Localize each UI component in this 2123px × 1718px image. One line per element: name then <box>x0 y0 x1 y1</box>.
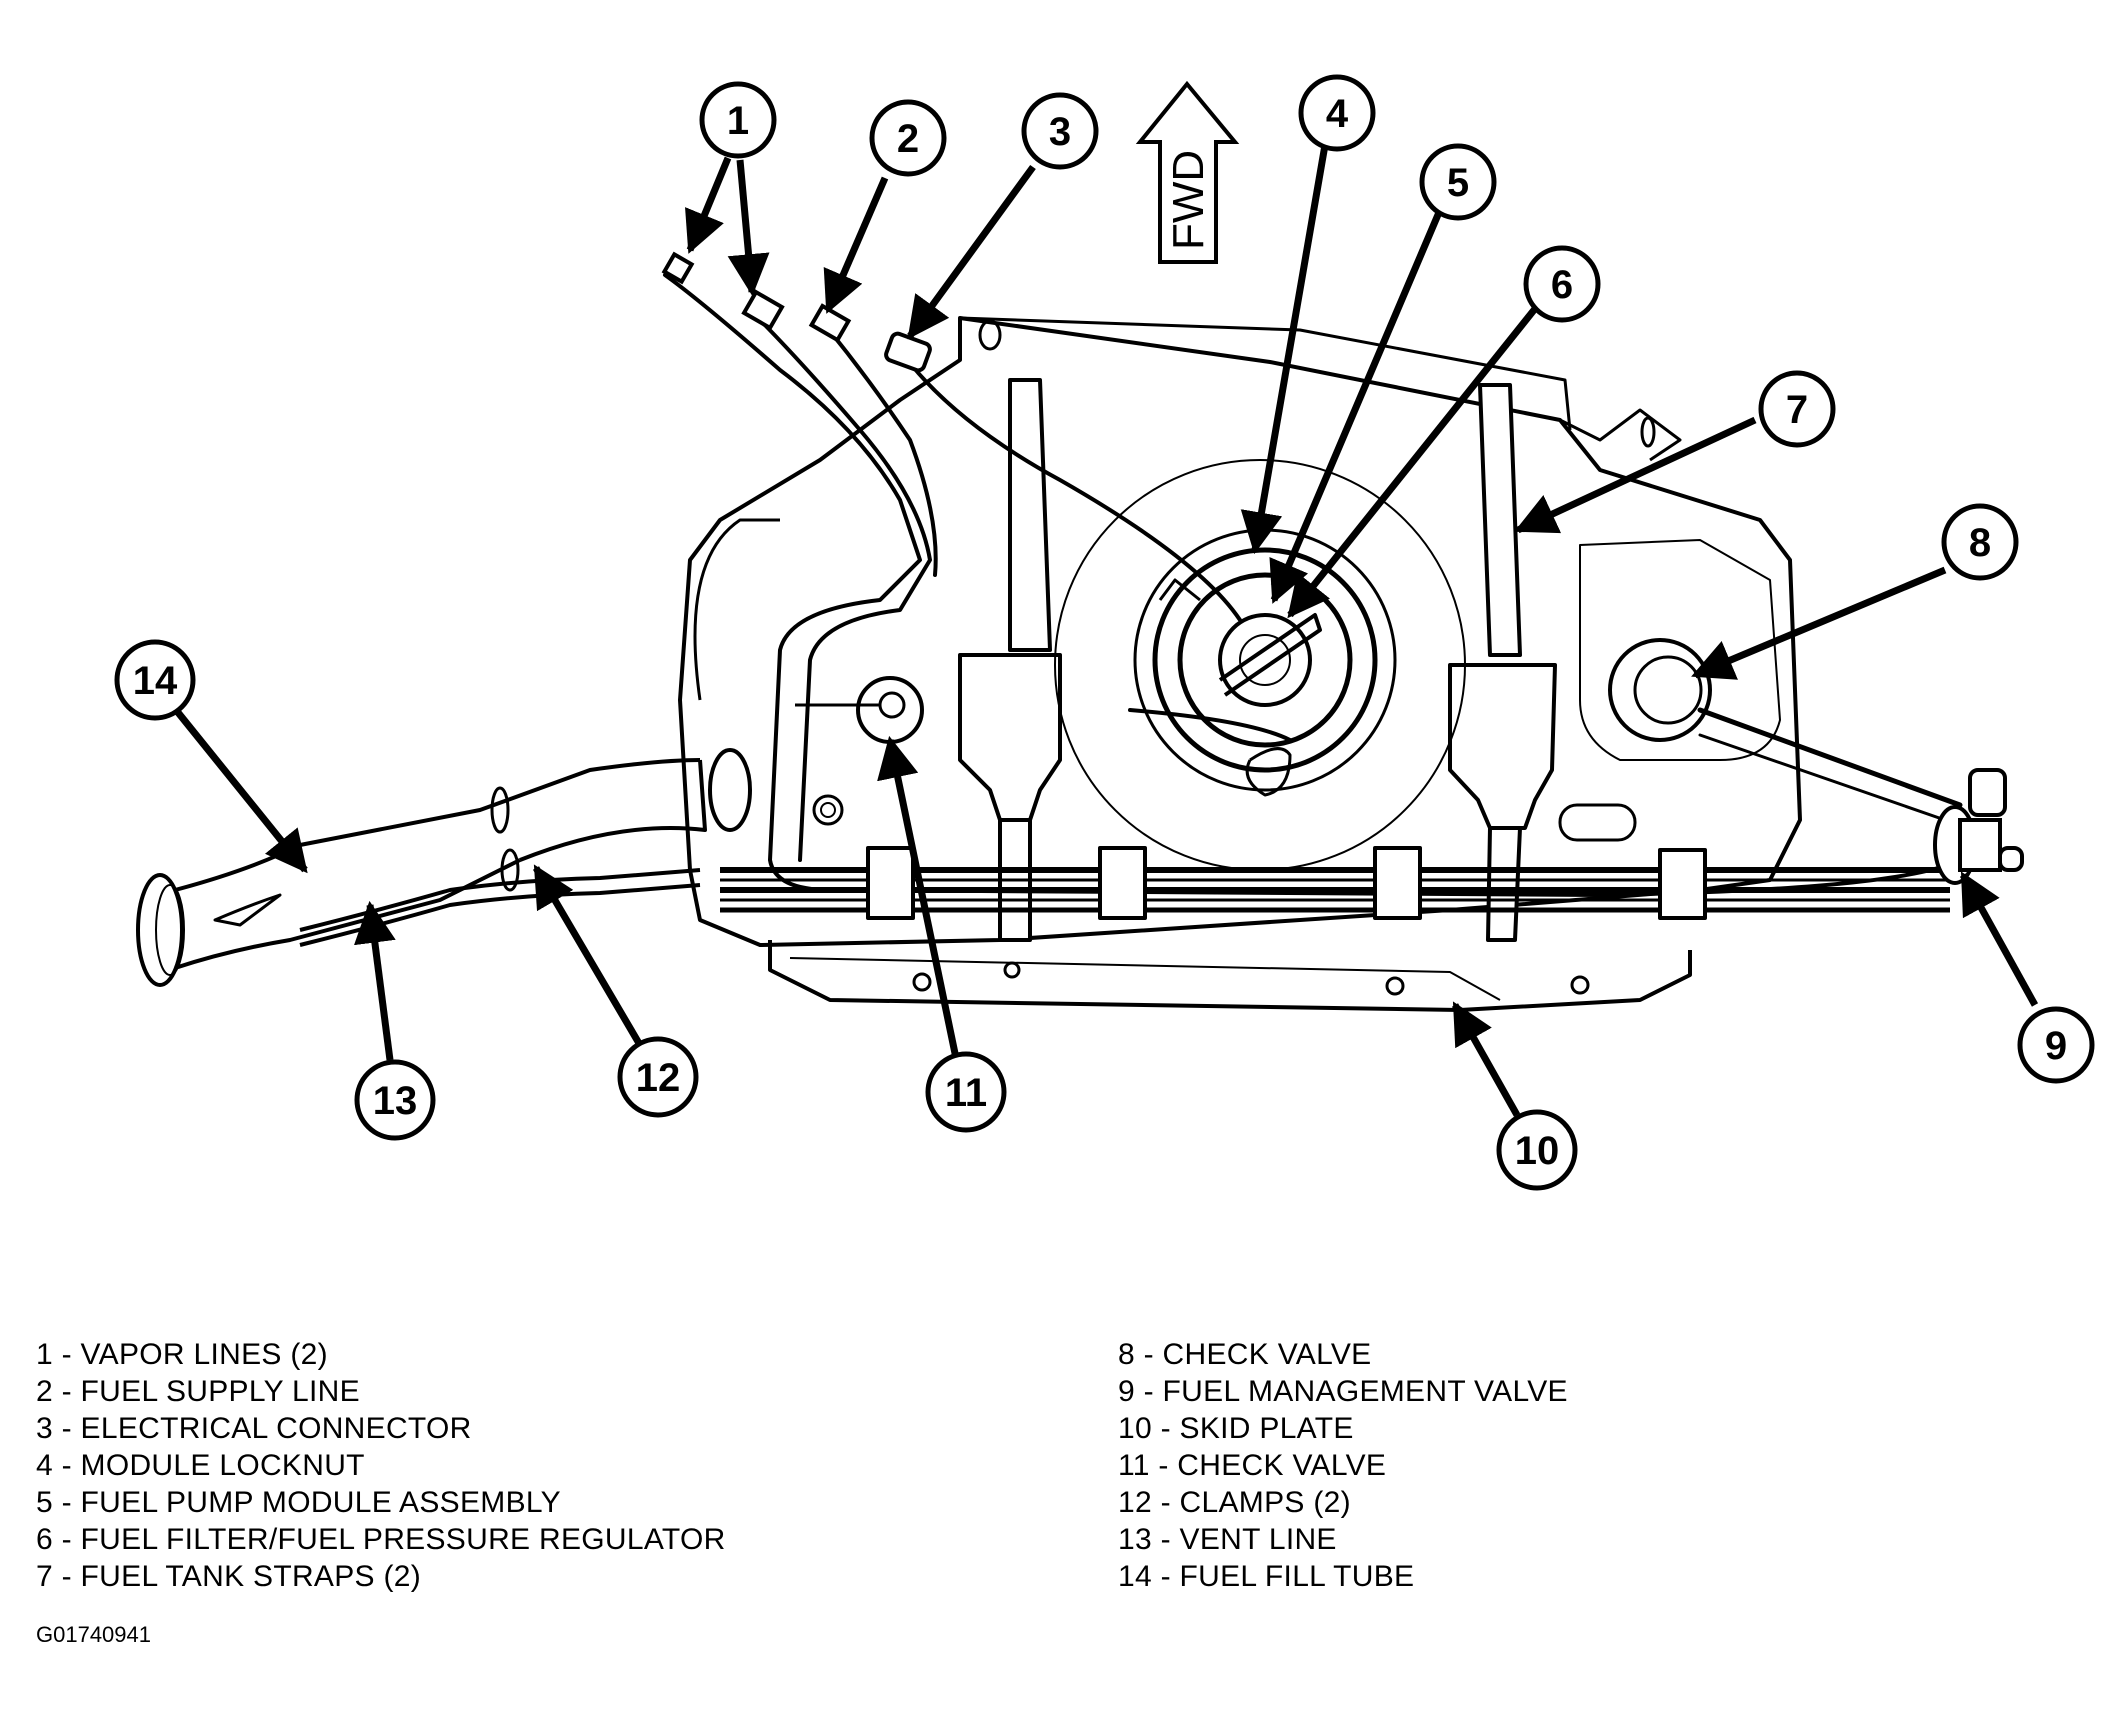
callout-12: 12 <box>617 1036 699 1118</box>
leader-arrow-2 <box>823 176 889 314</box>
callout-14: 14 <box>114 639 196 721</box>
legend-item: 8 - CHECK VALVE <box>1118 1338 1372 1371</box>
svg-text:3: 3 <box>1049 110 1071 154</box>
fuel-tank-diagram: FWD <box>114 74 2095 1191</box>
fuel-tank <box>678 316 1802 947</box>
callout-1: 1 <box>699 81 777 159</box>
forward-direction-arrow-icon: FWD <box>1135 80 1240 264</box>
svg-text:2: 2 <box>897 117 919 161</box>
legend-item: 2 - FUEL SUPPLY LINE <box>36 1375 360 1408</box>
legend-item: 3 - ELECTRICAL CONNECTOR <box>36 1412 472 1445</box>
fwd-label: FWD <box>1164 150 1213 250</box>
callout-7: 7 <box>1758 370 1836 448</box>
line-clips <box>866 846 1707 920</box>
svg-text:5: 5 <box>1447 161 1469 205</box>
legend-item: 14 - FUEL FILL TUBE <box>1118 1560 1415 1593</box>
callout-3: 3 <box>1021 92 1099 170</box>
callout-11: 11 <box>925 1051 1007 1133</box>
leader-arrow-14 <box>169 702 308 874</box>
leader-arrow-5 <box>1269 208 1444 604</box>
callout-4: 4 <box>1298 74 1376 152</box>
leader-arrow-9 <box>1959 871 2039 1007</box>
fuel-management-valve <box>1933 768 2024 885</box>
leader-arrow-8 <box>1691 566 1947 680</box>
leader-arrow-12 <box>532 864 644 1047</box>
legend-item: 11 - CHECK VALVE <box>1118 1449 1387 1482</box>
legend-item: 10 - SKID PLATE <box>1118 1412 1354 1445</box>
svg-text:13: 13 <box>373 1079 418 1123</box>
callout-13: 13 <box>354 1059 436 1141</box>
callout-2: 2 <box>869 99 947 177</box>
svg-text:6: 6 <box>1551 263 1573 307</box>
leader-arrow-13 <box>354 900 396 1061</box>
callout-8: 8 <box>1941 503 2019 581</box>
legend-right-column: 8 - CHECK VALVE 9 - FUEL MANAGEMENT VALV… <box>1118 1336 1568 1595</box>
callouts: 1 2 3 4 5 6 7 8 9 10 11 12 13 14 <box>114 74 2095 1191</box>
line-bundle <box>720 846 1950 920</box>
leader-arrow-7 <box>1514 416 1757 534</box>
fuel-fill-tube <box>136 748 752 987</box>
svg-text:1: 1 <box>727 99 749 143</box>
svg-text:9: 9 <box>2045 1024 2067 1068</box>
leader-arrow-1a <box>685 156 732 254</box>
leader-arrow-1b <box>727 159 770 297</box>
svg-text:10: 10 <box>1515 1129 1560 1173</box>
check-valve-upper <box>1608 638 1712 742</box>
legend-item: 9 - FUEL MANAGEMENT VALVE <box>1118 1375 1568 1408</box>
legend-item: 5 - FUEL PUMP MODULE ASSEMBLY <box>36 1486 561 1519</box>
svg-text:11: 11 <box>945 1071 987 1115</box>
leader-arrow-11 <box>877 735 961 1064</box>
svg-text:8: 8 <box>1969 521 1991 565</box>
legend-item: 4 - MODULE LOCKNUT <box>36 1449 365 1482</box>
callout-5: 5 <box>1419 143 1497 221</box>
callout-10: 10 <box>1496 1109 1578 1191</box>
line-connectors <box>661 251 932 373</box>
leader-arrow-3 <box>907 164 1036 340</box>
svg-text:7: 7 <box>1786 388 1808 432</box>
figure-id: G01740941 <box>36 1622 151 1647</box>
legend-item: 7 - FUEL TANK STRAPS (2) <box>36 1560 422 1593</box>
legend-item: 6 - FUEL FILTER/FUEL PRESSURE REGULATOR <box>36 1523 726 1556</box>
tank-straps <box>958 378 1557 942</box>
skid-plate <box>768 940 1692 1012</box>
leader-arrow-6 <box>1287 302 1541 619</box>
legend-left-column: 1 - VAPOR LINES (2) 2 - FUEL SUPPLY LINE… <box>36 1336 726 1595</box>
svg-text:4: 4 <box>1326 92 1349 136</box>
leader-arrows <box>169 144 2039 1117</box>
check-valve-lower <box>795 676 924 744</box>
legend-item: 13 - VENT LINE <box>1118 1523 1337 1556</box>
leader-arrow-4 <box>1240 144 1329 555</box>
leader-arrow-10 <box>1451 1001 1521 1117</box>
svg-text:14: 14 <box>133 659 178 703</box>
legend-item: 12 - CLAMPS (2) <box>1118 1486 1351 1519</box>
callout-6: 6 <box>1523 245 1601 323</box>
callout-9: 9 <box>2017 1006 2095 1084</box>
legend-item: 1 - VAPOR LINES (2) <box>36 1338 328 1371</box>
svg-text:12: 12 <box>636 1056 681 1100</box>
